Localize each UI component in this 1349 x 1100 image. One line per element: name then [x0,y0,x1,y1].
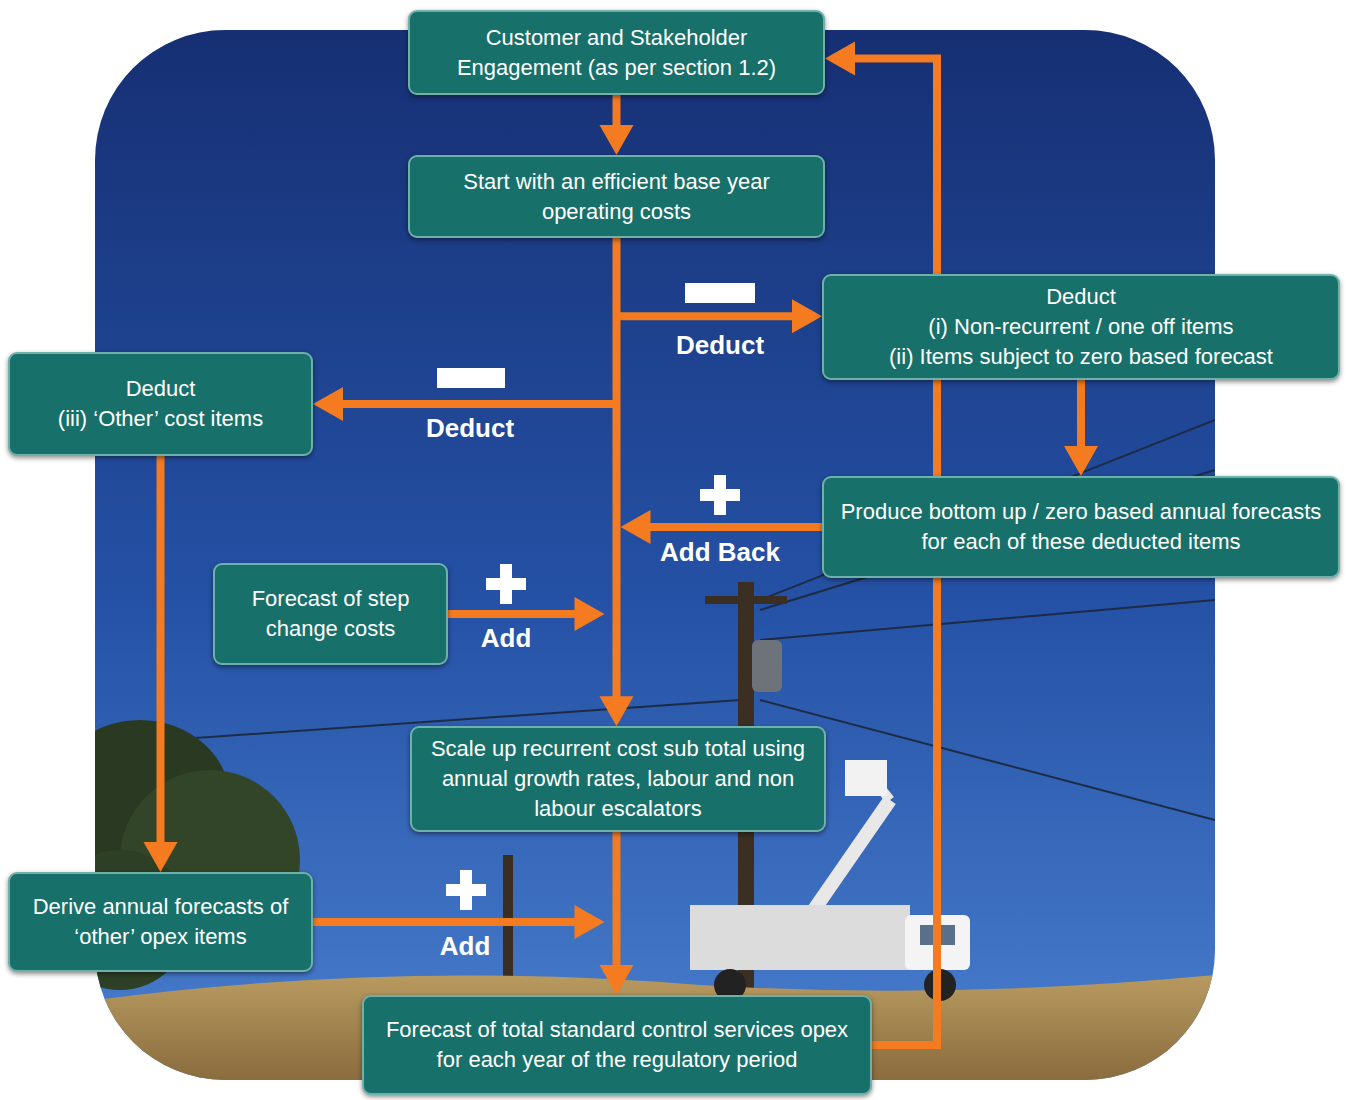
box-text: Produce bottom up / zero based annual fo… [836,497,1326,557]
flow-arrow [600,832,634,995]
connector-line [341,400,617,408]
box-text: Start with an efficient base year operat… [422,167,811,227]
box-text: Forecast of total standard control servi… [376,1015,858,1075]
process-box: Deduct(iii) ‘Other’ cost items [8,352,313,456]
arrow-head [575,905,605,939]
box-text: (i) Non-recurrent / one off items [836,312,1326,342]
process-box: Deduct(i) Non-recurrent / one off items(… [822,274,1340,380]
connector-line [617,312,795,320]
edge-label: Deduct [426,414,514,444]
plus-sign [700,475,740,515]
process-box: Derive annual forecasts of ‘other’ opex … [8,872,313,972]
arrow-head [313,387,343,421]
power-line [760,700,1215,820]
grass [95,975,1215,1080]
plus-bar [500,564,512,604]
edge-label: Deduct [676,331,764,361]
arrow-head [1064,446,1098,476]
arrow-head [621,510,651,544]
minus-sign [685,283,755,303]
edge-label: Add [481,624,532,654]
arrow-head [144,842,178,872]
box-text: Derive annual forecasts of ‘other’ opex … [22,892,299,952]
arrow-head [600,965,634,995]
truck-bucket [845,760,887,796]
plus-sign [486,564,526,604]
pole-crossarm [705,596,787,604]
box-text: (iii) ‘Other’ cost items [22,404,299,434]
connector-line [613,832,621,967]
process-box: Forecast of step change costs [213,563,448,665]
connector-line [613,238,621,698]
truck-body [690,905,910,970]
connector-line [448,610,577,618]
plus-bar [714,475,726,515]
arrow-head [792,299,822,333]
connector-line [613,95,621,127]
minus-sign [437,368,505,388]
process-box: Produce bottom up / zero based annual fo… [822,476,1340,578]
flow-arrow [617,299,823,333]
process-box: Customer and Stakeholder Engagement (as … [408,10,825,95]
flow-arrow [144,456,178,872]
box-heading: Deduct [836,282,1326,312]
box-text: (ii) Items subject to zero based forecas… [836,342,1326,372]
box-text: Scale up recurrent cost sub total using … [424,734,812,824]
box-text: Customer and Stakeholder Engagement (as … [422,23,811,83]
process-box: Forecast of total standard control servi… [362,995,872,1095]
box-text: Forecast of step change costs [227,584,434,644]
box-heading: Deduct [22,374,299,404]
process-box: Start with an efficient base year operat… [408,155,825,238]
edge-label: Add [440,932,491,962]
connector-line [649,523,823,531]
connector-line [157,456,165,844]
arrow-head [600,696,634,726]
plus-sign [446,870,486,910]
plus-bar [460,870,472,910]
flow-arrow [1064,380,1098,476]
arrow-head [825,42,855,76]
arrow-head [600,125,634,155]
flow-arrow [600,238,634,726]
transformer [752,640,782,692]
edge-label: Add Back [660,538,780,568]
arrow-head [575,597,605,631]
power-line [760,600,1215,640]
process-box: Scale up recurrent cost sub total using … [410,726,826,832]
flow-arrow [600,95,634,155]
connector-line [313,918,577,926]
connector-line [1077,380,1085,448]
